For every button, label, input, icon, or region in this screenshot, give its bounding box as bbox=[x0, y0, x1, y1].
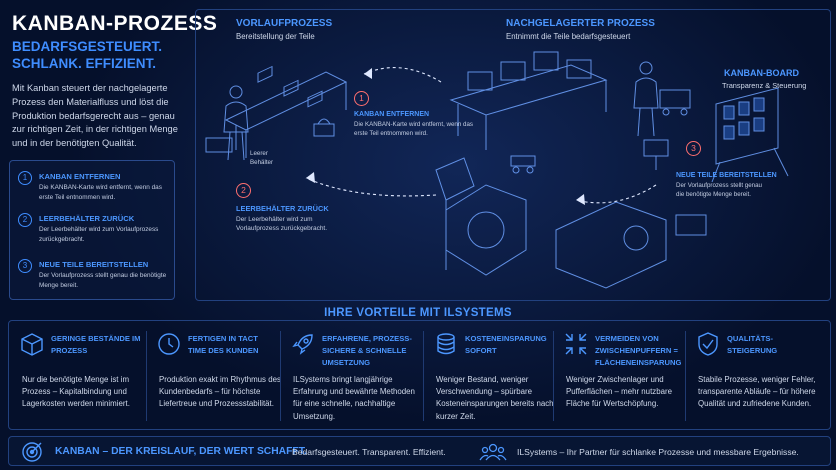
step-number: 2 bbox=[18, 213, 32, 227]
benefits-panel: GERINGE BESTÄNDE IM PROZESS Nur die benö… bbox=[8, 320, 831, 430]
benefit-item: VERMEIDEN VON ZWISCHENPUFFERN = FLÄCHENE… bbox=[553, 321, 685, 431]
footer-bar: KANBAN – DER KREISLAUF, DER WERT SCHAFFT… bbox=[8, 436, 831, 466]
upstream-title: VORLAUFPROZESS bbox=[236, 18, 333, 29]
subtitle-line-1: BEDARFSGESTEUERT. bbox=[12, 39, 163, 54]
arrow-head bbox=[364, 68, 372, 79]
callout-marker-2: 2 bbox=[236, 183, 251, 198]
benefit-text: Stabile Prozesse, weniger Fehler, transp… bbox=[698, 375, 816, 409]
empty-bin-label: Leerer Behälter bbox=[250, 150, 273, 167]
coins-icon bbox=[437, 333, 455, 355]
step-number: 3 bbox=[18, 259, 32, 273]
benefit-text: Weniger Zwischenlager und Pufferflächen … bbox=[566, 375, 673, 409]
benefit-title: FERTIGEN IN TACT TIME DES KUNDEN bbox=[188, 334, 259, 355]
machines-icon bbox=[435, 157, 707, 289]
subtitle-line-2: SCHLANK. EFFIZIENT. bbox=[12, 56, 156, 71]
callout-text-1: Die KANBAN-Karte wird entfernt, wenn das… bbox=[354, 121, 473, 137]
upstream-subtitle: Bereitstellung der Teile bbox=[236, 32, 315, 41]
kanban-board-title: KANBAN-BOARD bbox=[724, 68, 799, 78]
callout-marker-3: 3 bbox=[686, 141, 701, 156]
page-subtitle: BEDARFSGESTEUERT. SCHLANK. EFFIZIENT. bbox=[12, 38, 192, 72]
footer-partner-text: ILSystems – Ihr Partner für schlanke Pro… bbox=[517, 447, 799, 457]
divider bbox=[553, 331, 554, 421]
empty-bin-label-line-1: Leerer bbox=[250, 150, 268, 157]
step-number: 1 bbox=[18, 171, 32, 185]
benefit-text: ILSystems bringt langjährige Erfahrung u… bbox=[293, 375, 415, 421]
arrow-head bbox=[306, 172, 315, 183]
benefit-item: QUALITÄTS-STEIGERUNG Stabile Prozesse, w… bbox=[685, 321, 831, 431]
footer-tagline: Bedarfsgesteuert. Transparent. Effizient… bbox=[292, 447, 446, 457]
clock-icon bbox=[158, 333, 180, 355]
empty-bin-label-line-2: Behälter bbox=[250, 158, 274, 166]
divider bbox=[423, 331, 424, 421]
benefit-title: GERINGE BESTÄNDE IM PROZESS bbox=[51, 334, 141, 355]
step-text: Der Vorlaufprozess stellt genau die benö… bbox=[39, 272, 167, 289]
step-text: Der Leerbehälter wird zum Vorlaufprozess… bbox=[39, 226, 159, 243]
callout-marker-1: 1 bbox=[354, 91, 369, 106]
footer-slogan: KANBAN – DER KREISLAUF, DER WERT SCHAFFT… bbox=[55, 446, 307, 457]
benefit-item: ERFAHRENE, PROZESS-SICHERE & SCHNELLE UM… bbox=[280, 321, 423, 431]
worker-icon bbox=[633, 61, 691, 137]
divider bbox=[685, 331, 686, 421]
divider bbox=[146, 331, 147, 421]
factory-illustration bbox=[205, 51, 789, 289]
step-title: KANBAN ENTFERNEN bbox=[39, 172, 121, 181]
arrow-head bbox=[576, 194, 585, 205]
target-icon bbox=[22, 442, 42, 462]
steps-panel: 1 KANBAN ENTFERNEN Die KANBAN-Karte wird… bbox=[9, 160, 175, 300]
kanban-cycle-diagram: VORLAUFPROZESS Bereitstellung der Teile … bbox=[195, 9, 831, 301]
benefit-text: Nur die benötigte Menge ist im Prozess –… bbox=[22, 375, 130, 409]
rocket-icon bbox=[292, 334, 313, 355]
callout-title-3: NEUE TEILE BEREITSTELLEN bbox=[676, 172, 777, 179]
step-title: LEERBEHÄLTER ZURÜCK bbox=[39, 214, 135, 223]
benefit-title: KOSTENEINSPARUNG SOFORT bbox=[465, 334, 547, 355]
downstream-subtitle: Entnimmt die Teile bedarfsgesteuert bbox=[506, 32, 631, 41]
intro-text: Mit Kanban steuert der nachgelagerte Pro… bbox=[12, 83, 178, 149]
team-icon bbox=[479, 443, 507, 461]
downstream-title: NACHGELAGERTER PROZESS bbox=[506, 18, 655, 29]
page-title: KANBAN-PROZESS bbox=[12, 12, 218, 35]
terminal-icon bbox=[643, 139, 669, 170]
callout-text-2: Der Leerbehälter wird zum Vorlaufprozess… bbox=[236, 216, 328, 232]
benefit-text: Produktion exakt im Rhythmus des Kundenb… bbox=[159, 375, 281, 409]
divider bbox=[280, 331, 281, 421]
callout-title-1: KANBAN ENTFERNEN bbox=[354, 111, 430, 118]
empty-bin-icon bbox=[313, 118, 335, 137]
downstream-workbench-icon bbox=[449, 51, 608, 150]
worker-icon bbox=[205, 85, 249, 161]
benefit-item: KOSTENEINSPARUNG SOFORT Weniger Bestand,… bbox=[423, 321, 554, 431]
compress-icon bbox=[565, 333, 587, 355]
kanban-board-icon bbox=[711, 87, 789, 183]
callout-text-3: Der Vorlaufprozess stellt genau die benö… bbox=[676, 182, 762, 198]
step-text: Die KANBAN-Karte wird entfernt, wenn das… bbox=[39, 184, 162, 201]
box-icon bbox=[21, 333, 43, 356]
cart-icon bbox=[510, 155, 536, 174]
benefits-title: IHRE VORTEILE MIT ILSYSTEMS bbox=[324, 307, 512, 319]
benefit-title: VERMEIDEN VON ZWISCHENPUFFERN = FLÄCHENE… bbox=[595, 334, 682, 367]
benefit-item: GERINGE BESTÄNDE IM PROZESS Nur die benö… bbox=[9, 321, 146, 431]
kanban-board-subtitle: Transparenz & Steuerung bbox=[722, 81, 807, 90]
benefit-text: Weniger Bestand, weniger Verschwendung –… bbox=[436, 375, 554, 421]
benefit-title: ERFAHRENE, PROZESS-SICHERE & SCHNELLE UM… bbox=[322, 334, 412, 367]
step-title: NEUE TEILE BEREITSTELLEN bbox=[39, 260, 149, 269]
callout-title-2: LEERBEHÄLTER ZURÜCK bbox=[236, 204, 329, 213]
benefit-item: FERTIGEN IN TACT TIME DES KUNDEN Produkt… bbox=[146, 321, 281, 431]
benefit-title: QUALITÄTS-STEIGERUNG bbox=[727, 334, 778, 355]
upstream-conveyor-icon bbox=[224, 65, 348, 158]
shield-check-icon bbox=[698, 332, 718, 356]
